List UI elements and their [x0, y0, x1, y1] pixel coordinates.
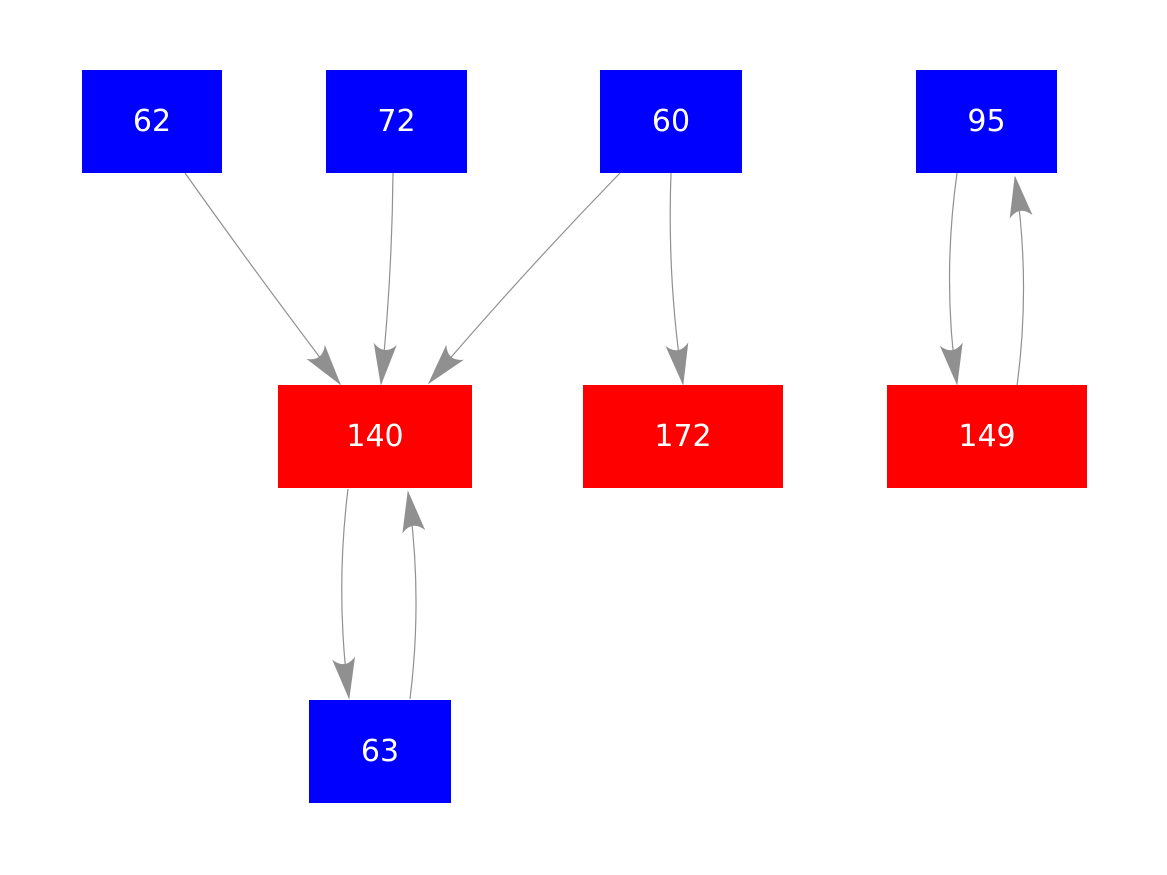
graph-node-63: 63	[309, 700, 451, 803]
graph-node-95: 95	[916, 70, 1057, 173]
graph-node-60: 60	[600, 70, 742, 173]
graph-node-149: 149	[887, 385, 1087, 488]
graph-node-72: 72	[326, 70, 467, 173]
graph-node-140: 140	[278, 385, 472, 488]
graph-node-62: 62	[82, 70, 222, 173]
graph-node-172: 172	[583, 385, 783, 488]
